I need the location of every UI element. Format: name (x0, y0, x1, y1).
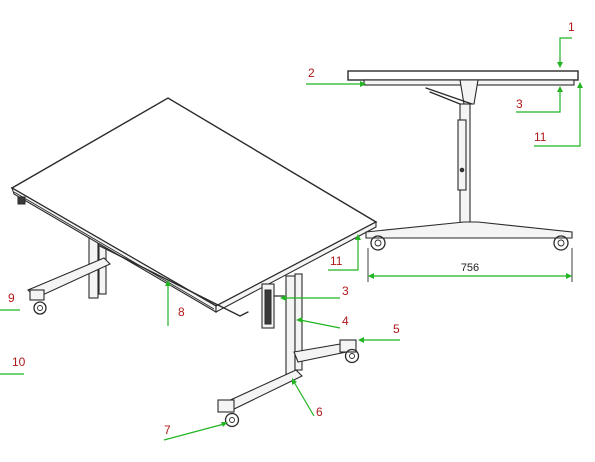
tabletop (10, 97, 378, 313)
callout-leaders: 1 2 3 11 11 3 4 5 6 7 (0, 20, 583, 441)
side-base-foot (365, 221, 573, 239)
callout-11-side: 11 (534, 130, 547, 144)
dimension-756: 756 (367, 248, 573, 282)
tabletop-side-edge (215, 221, 377, 313)
callout-9: 9 (8, 291, 15, 305)
front-leg-post (285, 275, 296, 375)
callout-3-side: 3 (516, 97, 523, 111)
isometric-table-view (10, 97, 378, 428)
front-leg-assembly (217, 273, 360, 428)
callout-7: 7 (164, 423, 171, 437)
callout-3-iso: 3 (342, 284, 349, 298)
underframe-beam (99, 245, 249, 317)
tilt-lever (264, 289, 272, 325)
dimension-value: 756 (461, 262, 479, 274)
callout-8: 8 (178, 305, 185, 319)
top-corner-bumper (17, 196, 26, 205)
callout-11-iso: 11 (330, 254, 343, 268)
side-left-caster (370, 235, 386, 251)
side-elevation-view: 756 (347, 70, 579, 282)
callout-1: 1 (568, 20, 575, 34)
back-leg-assembly (27, 237, 111, 315)
callout-10: 10 (12, 355, 26, 369)
front-right-caster (339, 339, 360, 364)
side-right-caster (553, 235, 569, 251)
callout-5: 5 (393, 322, 400, 336)
side-hinge-bracket (459, 79, 479, 105)
callout-4: 4 (342, 314, 349, 328)
back-left-caster (29, 289, 47, 315)
side-tabletop (347, 70, 579, 81)
callout-6: 6 (316, 405, 323, 419)
side-tilt-lever (425, 87, 473, 105)
front-foot-bar (225, 369, 303, 411)
side-column-inner (457, 119, 467, 191)
front-left-caster (217, 399, 240, 428)
callout-2: 2 (308, 66, 315, 80)
